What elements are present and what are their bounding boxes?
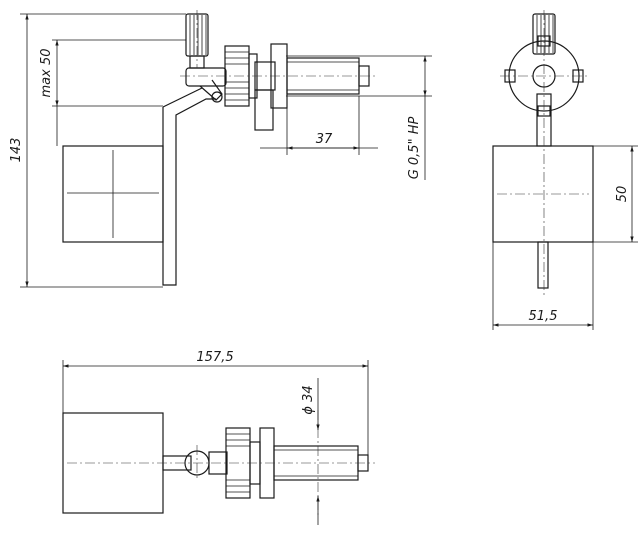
top-view — [62, 410, 375, 515]
dim-diameter: ϕ 34 — [301, 385, 316, 414]
float-arm-side — [537, 241, 549, 289]
top-dimensions: 157,5 ϕ 34 — [62, 350, 369, 525]
front-view — [62, 10, 375, 286]
side-dimensions: 50 51,5 — [492, 145, 638, 330]
dim-float-height: 50 — [615, 186, 630, 203]
float-arm — [162, 98, 216, 286]
dim-stem-length: 37 — [316, 132, 333, 147]
valve-body — [254, 89, 274, 131]
dim-overall-height: 143 — [9, 138, 24, 163]
dim-thread: G 0,5" HP — [407, 117, 422, 180]
dim-float-width: 51,5 — [529, 309, 558, 324]
dim-overall-length: 157,5 — [196, 350, 233, 365]
side-view — [492, 10, 594, 295]
front-dimensions: 143 max 50 G 0,5" HP 37 — [9, 13, 432, 288]
dim-max-float: max 50 — [39, 49, 54, 98]
